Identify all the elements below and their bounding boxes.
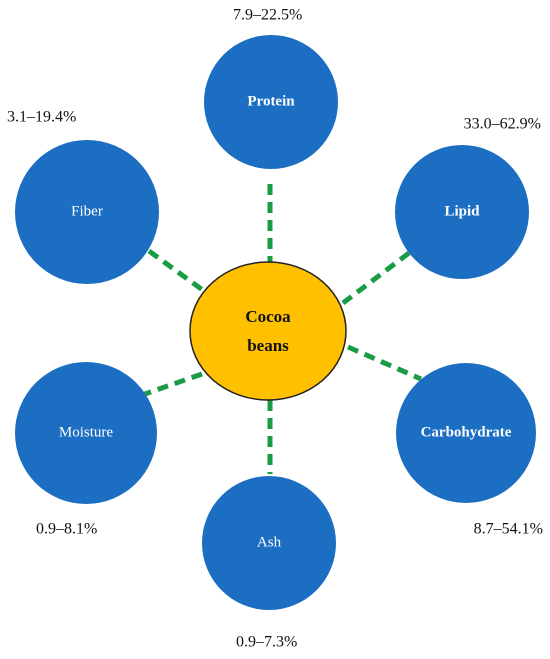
carbohydrate-label: Carbohydrate (421, 424, 512, 440)
ash-label: Ash (257, 534, 282, 550)
center-node: Cocoa beans (189, 261, 347, 401)
center-label-line2: beans (247, 336, 289, 355)
ash-circle (202, 476, 336, 610)
node-protein: Protein (204, 35, 338, 169)
carbohydrate-circle (396, 363, 536, 503)
connector-fiber (147, 248, 206, 294)
moisture-label: Moisture (59, 424, 114, 440)
protein-label: Protein (247, 93, 295, 109)
lipid-circle (395, 145, 529, 279)
carbohydrate-range: 8.7–54.1% (474, 521, 543, 538)
moisture-circle (15, 362, 157, 504)
ash-range: 0.9–7.3% (236, 634, 297, 651)
protein-circle (204, 35, 338, 169)
node-carbohydrate: Carbohydrate (396, 363, 536, 503)
fiber-range: 3.1–19.4% (7, 109, 76, 126)
fiber-label: Fiber (71, 203, 103, 219)
node-moisture: Moisture (15, 362, 157, 504)
node-lipid: Lipid (395, 145, 529, 279)
lipid-range: 33.0–62.9% (464, 116, 541, 133)
connector-lipid (341, 251, 411, 305)
connector-moisture (141, 371, 203, 398)
node-ash: Ash (202, 476, 336, 610)
center-label-line1: Cocoa (245, 307, 291, 326)
lipid-label: Lipid (444, 203, 480, 219)
center-ellipse (189, 261, 347, 401)
moisture-range: 0.9–8.1% (36, 521, 97, 538)
fiber-circle (15, 140, 159, 284)
protein-range: 7.9–22.5% (233, 7, 302, 24)
connectors (141, 184, 423, 474)
connector-carbohydrate (346, 344, 423, 382)
node-fiber: Fiber (15, 140, 159, 284)
